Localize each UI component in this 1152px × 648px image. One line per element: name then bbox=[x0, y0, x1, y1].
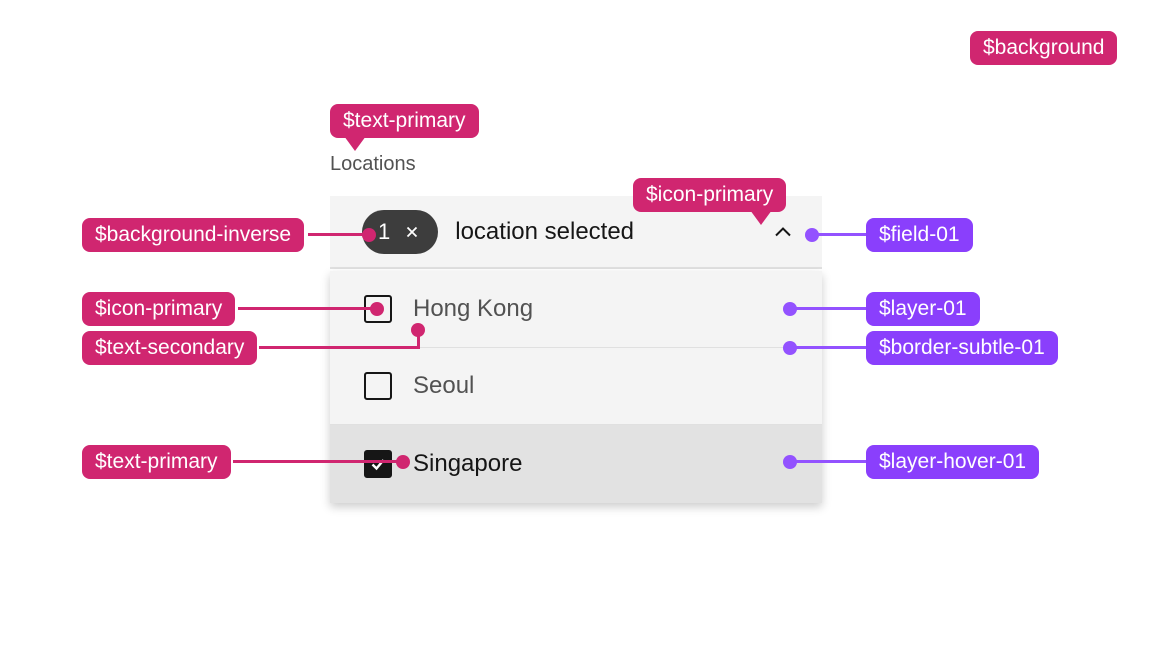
token-badge-label: $text-primary bbox=[343, 109, 466, 132]
checkbox-unchecked-icon[interactable] bbox=[364, 372, 392, 400]
token-badge-label: $border-subtle-01 bbox=[879, 336, 1045, 359]
menu-option-label: Seoul bbox=[413, 372, 475, 399]
token-badge-label: $background-inverse bbox=[95, 223, 292, 246]
token-badge-text-primary-top: $text-primary bbox=[330, 104, 479, 151]
annotation-dot bbox=[362, 228, 376, 242]
badge-pointer-tail bbox=[750, 210, 773, 225]
menu-option-label: Hong Kong bbox=[413, 295, 534, 322]
token-badge-label: $field-01 bbox=[879, 223, 960, 246]
annotation-line bbox=[790, 460, 868, 463]
token-badge-label: $text-primary bbox=[95, 450, 218, 473]
annotation-line bbox=[259, 346, 420, 349]
token-badge-label: $layer-hover-01 bbox=[879, 450, 1027, 473]
token-badge-field-01: $field-01 bbox=[866, 218, 973, 252]
token-badge-text-secondary: $text-secondary bbox=[82, 331, 258, 365]
token-badge-label: $icon-primary bbox=[646, 183, 774, 206]
annotation-line bbox=[812, 233, 868, 236]
token-badge-icon-primary-top: $icon-primary bbox=[633, 178, 787, 225]
annotation-line bbox=[308, 233, 370, 236]
token-badge-background: $background bbox=[970, 31, 1118, 65]
chevron-up-icon[interactable] bbox=[770, 219, 796, 245]
token-badge-label: $background bbox=[983, 36, 1105, 59]
menu-option-singapore[interactable]: Singapore bbox=[330, 425, 822, 503]
annotation-line bbox=[238, 307, 378, 310]
annotation-dot bbox=[396, 455, 410, 469]
selected-count: 1 bbox=[378, 218, 391, 244]
token-badge-background-inverse: $background-inverse bbox=[82, 218, 305, 252]
token-badge-layer-01: $layer-01 bbox=[866, 292, 980, 326]
checkbox-checked-icon[interactable] bbox=[364, 450, 392, 478]
token-badge-text-primary-left: $text-primary bbox=[82, 445, 231, 479]
clear-selection-icon[interactable] bbox=[402, 222, 422, 242]
menu-option-seoul[interactable]: Seoul bbox=[330, 348, 822, 425]
annotation-dot bbox=[370, 302, 384, 316]
badge-pointer-tail bbox=[344, 136, 366, 151]
token-badge-label: $icon-primary bbox=[95, 297, 223, 320]
annotation-line bbox=[790, 307, 868, 310]
token-badge-icon-primary-left: $icon-primary bbox=[82, 292, 236, 326]
token-badge-border-subtle-01: $border-subtle-01 bbox=[866, 331, 1058, 365]
dropdown-label: Locations bbox=[330, 153, 416, 175]
menu-option-label: Singapore bbox=[413, 450, 523, 477]
field-placeholder-text: location selected bbox=[455, 217, 635, 245]
token-badge-label: $layer-01 bbox=[879, 297, 967, 320]
menu-option-hong-kong[interactable]: Hong Kong bbox=[330, 271, 822, 348]
token-badge-label: $text-secondary bbox=[95, 336, 245, 359]
annotation-line bbox=[233, 460, 403, 463]
token-badge-layer-hover-01: $layer-hover-01 bbox=[866, 445, 1040, 479]
annotation-dot bbox=[411, 323, 425, 337]
annotation-line-elbow bbox=[417, 331, 420, 349]
annotation-line bbox=[790, 346, 868, 349]
multiselect-menu: Hong Kong Seoul Singapore bbox=[330, 271, 822, 503]
